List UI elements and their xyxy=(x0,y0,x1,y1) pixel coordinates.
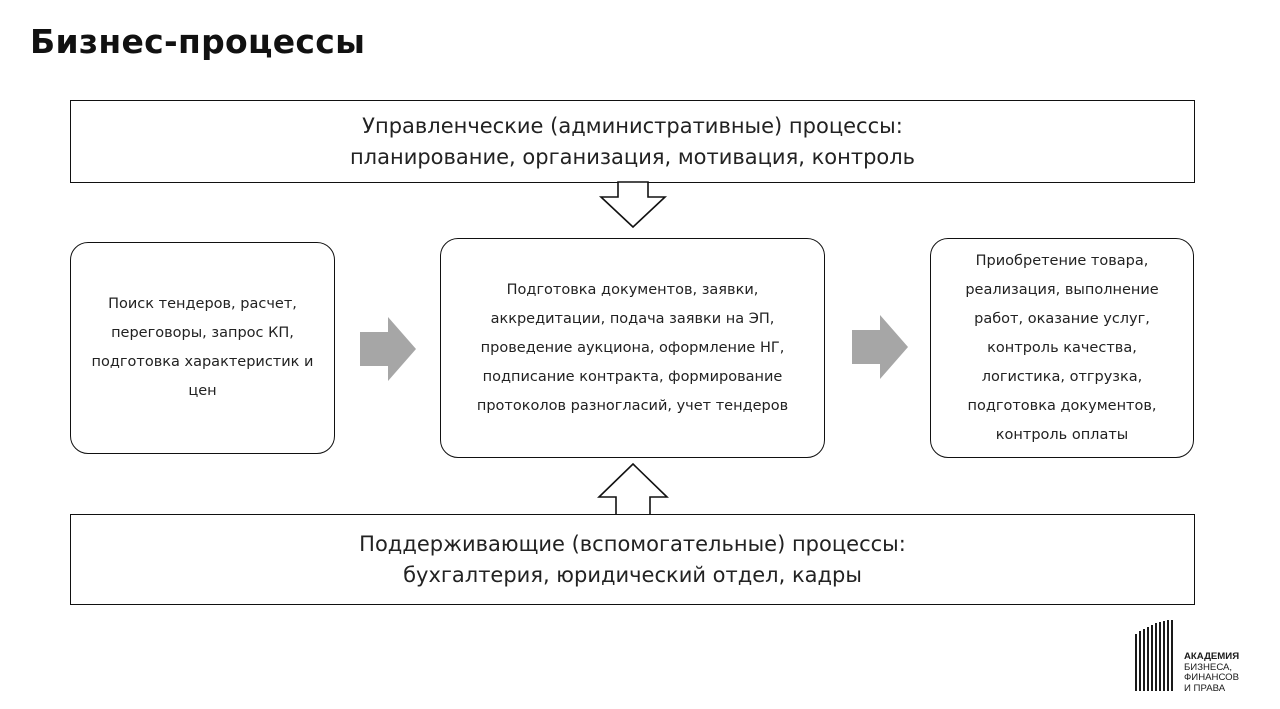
logo-text-line: И ПРАВА xyxy=(1184,682,1226,694)
page-title: Бизнес-процессы xyxy=(30,22,366,61)
logo-text-line: АКАДЕМИЯ xyxy=(1184,651,1240,662)
stage-line: реализация, выполнение xyxy=(965,281,1159,298)
stage-line: подписание контракта, формирование xyxy=(482,368,783,385)
stage-line: Приобретение товара, xyxy=(975,252,1149,269)
management-processes-box: Управленческие (административные) процес… xyxy=(70,100,1195,183)
stage-line: цен xyxy=(188,383,217,399)
right-arrow-icon xyxy=(852,315,908,379)
logo-text-line: ФИНАНСОВ xyxy=(1184,672,1240,683)
academy-logo-mark-icon xyxy=(1135,620,1173,691)
stage-line: подготовка характеристик и xyxy=(91,354,314,370)
stage-line: протоколов разногласий, учет тендеров xyxy=(476,397,789,414)
up-arrow-icon xyxy=(597,463,669,516)
management-processes-list: планирование, организация, мотивация, ко… xyxy=(349,144,916,169)
management-processes-heading: Управленческие (административные) процес… xyxy=(362,113,903,138)
academy-logo-text: АКАДЕМИЯ БИЗНЕСА, ФИНАНСОВ И ПРАВА xyxy=(1184,651,1240,694)
stage-line: подготовка документов, xyxy=(967,397,1157,414)
stage-line: контроль качества, xyxy=(987,339,1137,356)
stage-line: проведение аукциона, оформление НГ, xyxy=(480,339,785,356)
logo-text-line: БИЗНЕСА, xyxy=(1184,661,1233,673)
academy-logo: АКАДЕМИЯ БИЗНЕСА, ФИНАНСОВ И ПРАВА xyxy=(1133,620,1265,695)
stage-line: Подготовка документов, заявки, xyxy=(506,281,759,298)
stage-line: переговоры, запрос КП, xyxy=(111,325,294,341)
support-processes-box: Поддерживающие (вспомогательные) процесс… xyxy=(70,514,1195,605)
stage-line: логистика, отгрузка, xyxy=(981,368,1143,385)
down-arrow-icon xyxy=(598,181,668,229)
stage-box-tender: Подготовка документов, заявки, аккредита… xyxy=(440,238,825,458)
stage-line: Поиск тендеров, расчет, xyxy=(108,296,297,312)
stage-line: аккредитации, подача заявки на ЭП, xyxy=(490,310,775,327)
support-processes-heading: Поддерживающие (вспомогательные) процесс… xyxy=(359,531,906,556)
stage-box-search: Поиск тендеров, расчет, переговоры, запр… xyxy=(70,242,335,454)
stage-box-execution: Приобретение товара, реализация, выполне… xyxy=(930,238,1194,458)
stage-line: контроль оплаты xyxy=(995,426,1129,443)
right-arrow-icon xyxy=(360,317,416,381)
support-processes-list: бухгалтерия, юридический отдел, кадры xyxy=(403,562,862,587)
stage-line: работ, оказание услуг, xyxy=(974,310,1150,327)
